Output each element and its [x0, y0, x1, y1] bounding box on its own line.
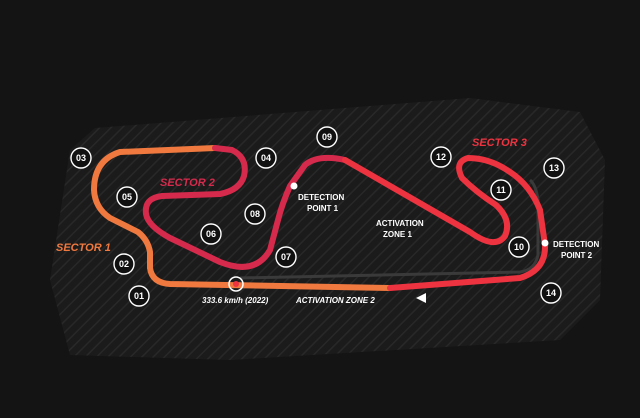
turn-number: 02: [119, 259, 129, 269]
turn-number: 03: [76, 153, 86, 163]
turn-marker-03: 03: [70, 147, 92, 169]
turn-marker-08: 08: [244, 203, 266, 225]
turn-marker-07: 07: [275, 246, 297, 268]
turn-marker-13: 13: [543, 157, 565, 179]
activation-zone-2-label: ACTIVATION ZONE 2: [295, 296, 375, 305]
direction-arrow-icon: [416, 293, 426, 303]
turn-number: 12: [436, 152, 446, 162]
turn-number: 04: [261, 153, 271, 163]
turn-marker-02: 02: [113, 253, 135, 275]
turn-number: 13: [549, 163, 559, 173]
turn-number: 08: [250, 209, 260, 219]
turn-number: 14: [546, 288, 556, 298]
detection-point-2-label-line1: DETECTION: [553, 240, 599, 249]
turn-marker-01: 01: [128, 285, 150, 307]
sector-2-track: [142, 145, 348, 270]
detection-point-2-label-line2: POINT 2: [561, 251, 593, 260]
speed-trap-label: 333.6 km/h (2022): [202, 296, 269, 305]
turn-markers: 01 02 03 04 05 06 07 08 09 10 11 12 13 14: [70, 126, 565, 307]
turn-marker-09: 09: [316, 126, 338, 148]
turn-number: 05: [122, 192, 132, 202]
detection-point-1-label-line2: POINT 1: [307, 204, 339, 213]
sector-3-track: [342, 155, 549, 291]
detection-point-2-dot: [541, 239, 549, 247]
detection-point-1-dot: [290, 182, 298, 190]
sector-1-track: [91, 145, 393, 291]
turn-number: 06: [206, 229, 216, 239]
detection-point-1-label-line1: DETECTION: [298, 193, 344, 202]
drs-line: [239, 178, 540, 280]
turn-number: 10: [514, 242, 524, 252]
turn-number: 01: [134, 291, 144, 301]
sector-2-label: SECTOR 2: [160, 177, 215, 189]
turn-marker-10: 10: [508, 236, 530, 258]
turn-marker-11: 11: [490, 179, 512, 201]
turn-marker-05: 05: [116, 186, 138, 208]
turn-number: 11: [496, 185, 506, 195]
turn-number: 09: [322, 132, 332, 142]
hatched-area: [50, 98, 605, 360]
activation-zone-1-label-line1: ACTIVATION: [376, 219, 424, 228]
turn-marker-04: 04: [255, 147, 277, 169]
speed-trap-marker: [228, 276, 244, 292]
turn-marker-14: 14: [540, 282, 562, 304]
sector-3-label: SECTOR 3: [472, 137, 527, 149]
turn-marker-06: 06: [200, 223, 222, 245]
sector-1-label: SECTOR 1: [56, 242, 111, 254]
turn-marker-12: 12: [430, 146, 452, 168]
turn-number: 07: [281, 252, 291, 262]
activation-zone-1-label-line2: ZONE 1: [383, 230, 412, 239]
